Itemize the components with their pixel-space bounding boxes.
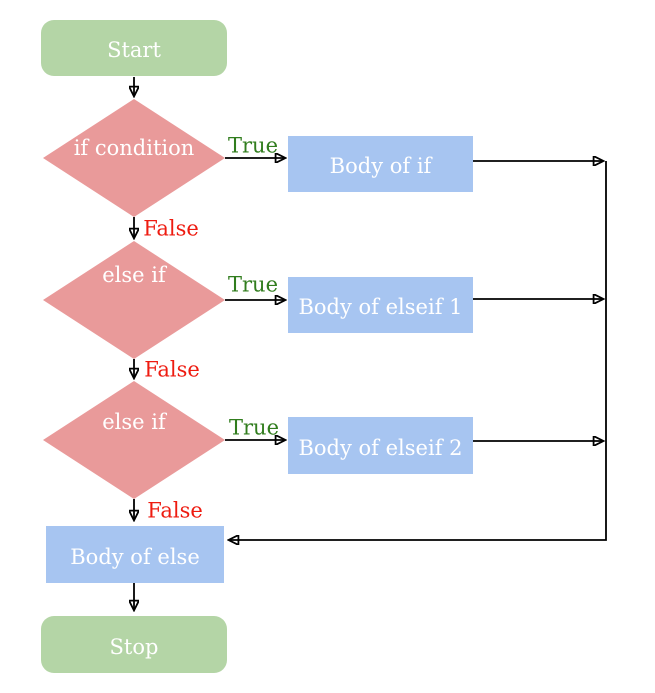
false-label-3: False	[147, 498, 203, 523]
body-of-else-label: Body of else	[70, 544, 200, 569]
stop-node: Stop	[41, 616, 227, 673]
start-node: Start	[41, 20, 227, 76]
start-node-label: Start	[107, 38, 161, 62]
else-if-1-label: else if	[102, 262, 166, 287]
else-if-2-label: else if	[102, 409, 166, 434]
true-label-1: True	[228, 133, 278, 158]
false-label-2: False	[144, 357, 200, 382]
body-of-elseif-2-node: Body of elseif 2	[288, 417, 473, 474]
body-of-elseif-2-label: Body of elseif 2	[298, 435, 463, 460]
stop-node-label: Stop	[109, 634, 159, 659]
true-label-3: True	[229, 415, 279, 440]
true-label-2: True	[228, 272, 278, 297]
body-of-else-node: Body of else	[46, 526, 224, 583]
else-if-1-decision-node: else if	[43, 241, 225, 359]
else-if-2-decision-node: else if	[43, 381, 225, 499]
body-of-if-node: Body of if	[288, 136, 473, 192]
false-label-1: False	[143, 216, 199, 241]
edge-merge-line-to-body-else	[230, 161, 607, 540]
body-of-elseif-1-node: Body of elseif 1	[288, 277, 473, 333]
body-of-elseif-1-label: Body of elseif 1	[298, 295, 463, 319]
body-of-if-label: Body of if	[329, 154, 432, 178]
if-condition-label: if condition	[73, 135, 195, 160]
if-condition-decision-node: if condition	[43, 99, 225, 217]
